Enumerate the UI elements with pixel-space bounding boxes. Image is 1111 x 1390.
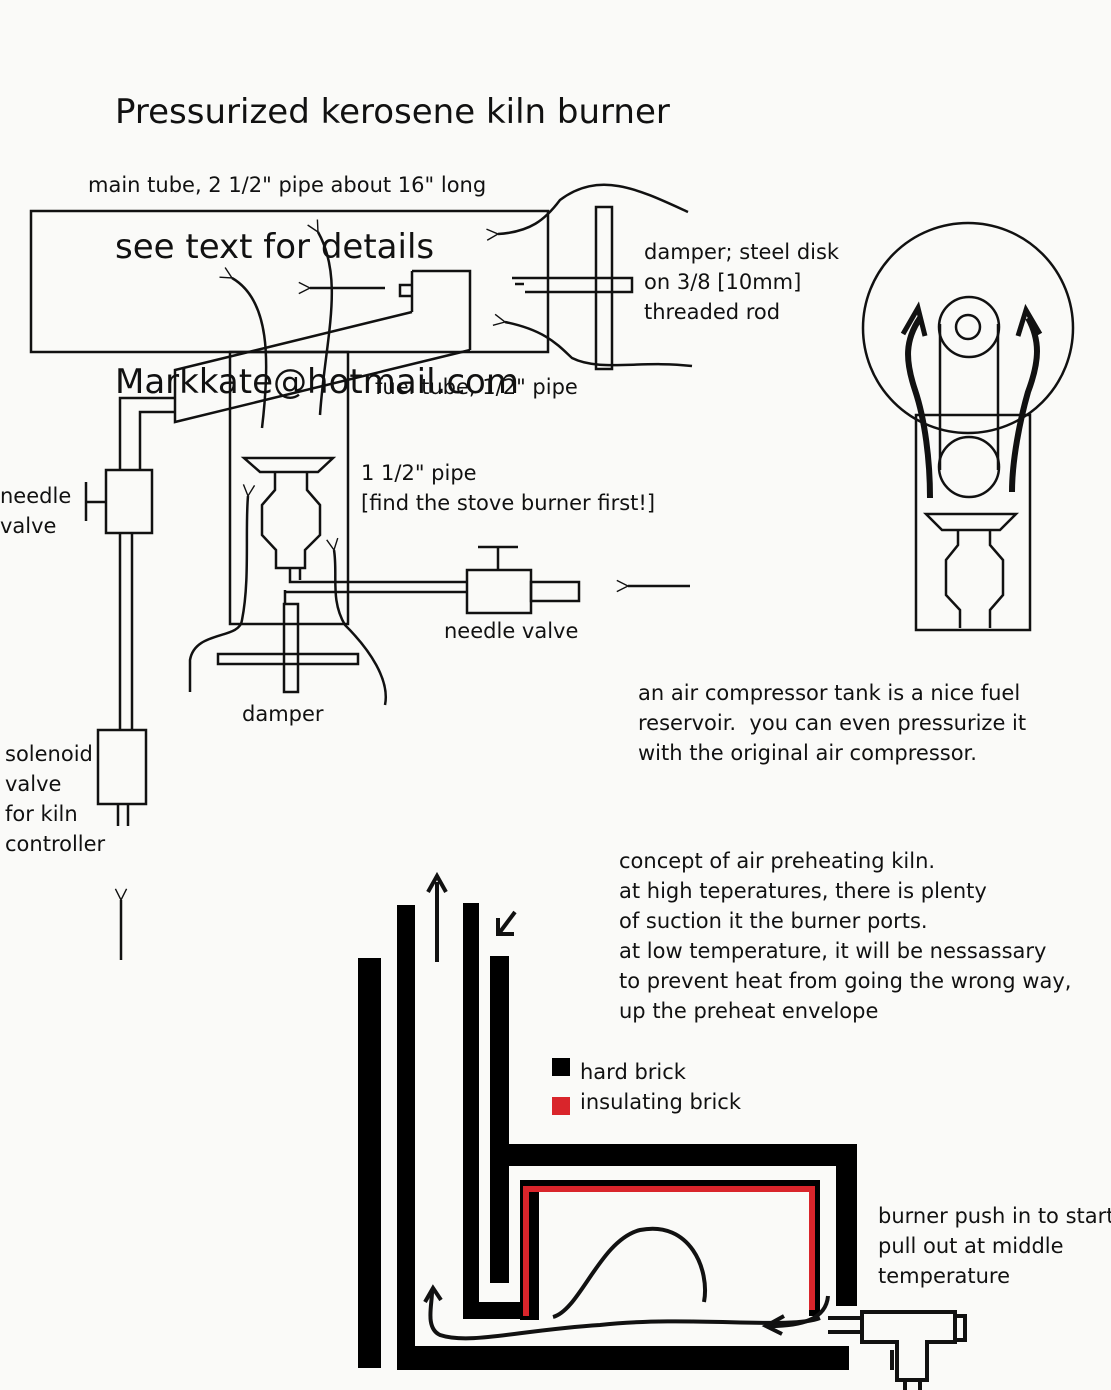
stove-burner <box>240 456 337 570</box>
label-pipe-1-5: 1 1/2" pipe [find the stove burner first… <box>361 461 656 515</box>
damper-disk <box>594 205 614 371</box>
pipe-1-5 <box>228 350 350 626</box>
end-view-tube <box>861 221 1075 435</box>
label-solenoid: solenoid valve for kiln controller <box>5 742 106 856</box>
label-concept-note: concept of air preheating kiln. at high … <box>619 849 1072 1023</box>
needle-valve-bottom <box>465 568 533 615</box>
label-compressor-note: an air compressor tank is a nice fuel re… <box>638 681 1027 765</box>
label-fuel-tube: fuel tube, 1/2" pipe <box>375 375 578 399</box>
title-block: Pressurized kerosene kiln burner see tex… <box>115 0 670 450</box>
title-line-1: Pressurized kerosene kiln burner <box>115 92 670 132</box>
label-needle-valve-bottom: needle valve <box>444 619 579 643</box>
legend-hard-brick: hard brick <box>580 1060 686 1084</box>
title-line-2: see text for details <box>115 227 435 267</box>
label-needle-valve-left: needle valve <box>0 484 72 538</box>
fuel-nozzle <box>398 269 472 350</box>
damper-bottom <box>216 652 360 666</box>
label-damper-desc: damper; steel disk on 3/8 [10mm] threade… <box>644 240 840 324</box>
label-burner-note: burner push in to start pull out at midd… <box>878 1204 1111 1288</box>
legend-hard-brick-swatch <box>552 1058 570 1076</box>
legend-insulating-brick-swatch <box>552 1097 570 1115</box>
kiln-section <box>358 903 857 1370</box>
label-damper-bottom: damper <box>242 702 324 726</box>
legend-insulating-brick: insulating brick <box>580 1090 741 1114</box>
damper-rod <box>512 276 634 294</box>
label-main-tube: main tube, 2 1/2" pipe about 16" long <box>88 173 487 197</box>
fuel-tube <box>173 310 471 424</box>
solenoid-valve <box>96 728 148 806</box>
needle-valve-left <box>104 468 154 535</box>
